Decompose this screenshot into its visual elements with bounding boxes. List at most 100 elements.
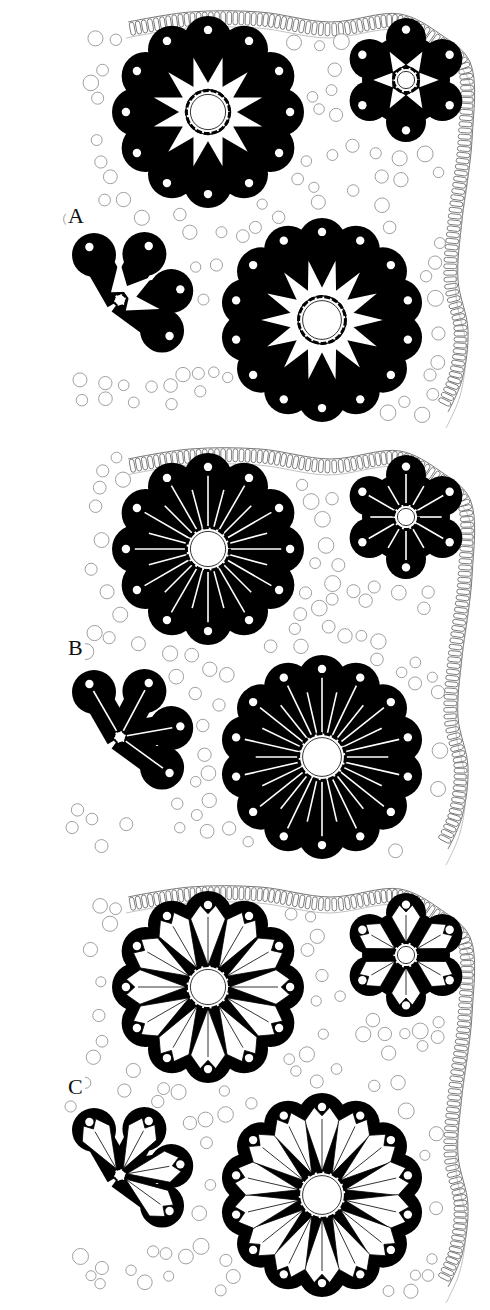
epidermis-cell xyxy=(239,12,244,25)
epidermis-cell xyxy=(459,121,472,127)
nucleus xyxy=(275,942,283,950)
mesophyll-cell xyxy=(318,1029,328,1039)
epidermis-cell xyxy=(325,898,330,911)
epidermis-cell xyxy=(456,595,469,601)
nucleus xyxy=(133,942,141,950)
nucleus xyxy=(176,285,184,293)
epidermis-cell xyxy=(438,1272,452,1282)
nucleus xyxy=(165,769,173,777)
nucleus xyxy=(275,67,283,75)
epidermis-cell xyxy=(448,657,461,663)
epidermis-cell xyxy=(274,890,281,904)
mesophyll-cell xyxy=(418,602,431,615)
epidermis-cell xyxy=(141,457,148,471)
nucleus xyxy=(445,538,453,546)
nucleus xyxy=(245,37,253,45)
mesophyll-cell xyxy=(110,903,122,915)
nucleus xyxy=(133,504,141,512)
mesophyll-cell xyxy=(433,1017,444,1028)
epidermis-cell xyxy=(268,889,275,903)
nucleus xyxy=(85,680,93,688)
sheath-cell xyxy=(264,226,312,274)
epidermis-cell xyxy=(458,1015,471,1020)
mesophyll-cell xyxy=(301,943,314,956)
epidermis-cell xyxy=(455,1039,469,1045)
epidermis-cell xyxy=(147,894,154,908)
epidermis-cell xyxy=(184,13,190,26)
mesophyll-cell xyxy=(99,392,113,406)
mesophyll-cell xyxy=(164,379,178,393)
mesophyll-cell xyxy=(420,1150,430,1160)
vascular-bundle xyxy=(222,218,422,422)
mesophyll-cell xyxy=(226,1270,240,1284)
epidermis-cell xyxy=(452,791,466,797)
mesophyll-cell xyxy=(399,396,410,407)
mesophyll-cell xyxy=(147,1246,158,1257)
mesophyll-cell xyxy=(95,156,107,168)
mesophyll-cell xyxy=(289,623,300,634)
epidermis-cell xyxy=(178,451,184,464)
nucleus xyxy=(232,1210,240,1218)
epidermis-cell xyxy=(245,12,250,25)
vascular-bundle xyxy=(350,455,463,579)
nucleus xyxy=(280,1270,288,1278)
nucleus xyxy=(318,1103,326,1111)
epidermis-cell xyxy=(444,251,457,257)
mesophyll-cell xyxy=(383,1286,394,1297)
epidermis-cell xyxy=(458,1009,471,1014)
epidermis-cell xyxy=(454,325,467,331)
nucleus xyxy=(249,261,257,269)
epidermis-cell xyxy=(449,1082,462,1088)
epidermis-cell xyxy=(311,22,317,35)
epidermis-cell xyxy=(381,15,387,28)
epidermis-cell xyxy=(454,762,467,768)
nucleus xyxy=(445,488,453,496)
mesophyll-cell xyxy=(88,31,103,46)
nucleus xyxy=(402,126,410,134)
epidermis-cell xyxy=(445,726,459,733)
mesophyll-cell xyxy=(102,916,117,931)
epidermis-cell xyxy=(454,768,467,773)
epidermis-cell xyxy=(449,644,462,650)
mesophyll-cell xyxy=(378,1027,391,1040)
epidermis-inner xyxy=(126,464,473,865)
epidermis-cell xyxy=(325,460,330,473)
epidermis-cell xyxy=(448,1088,461,1094)
epidermis-cell xyxy=(338,459,344,472)
nucleus xyxy=(402,462,410,470)
epidermis-cell xyxy=(286,454,293,468)
mesophyll-cell xyxy=(191,262,201,272)
nucleus xyxy=(387,1136,395,1144)
nucleus xyxy=(204,26,212,34)
epidermis-cell xyxy=(446,675,459,681)
epidermis-cell xyxy=(461,85,474,90)
mesophyll-cell xyxy=(174,208,187,221)
epidermis-cell xyxy=(450,1076,464,1082)
vascular-bundle xyxy=(72,669,193,789)
epidermis-cell xyxy=(375,15,382,29)
mesophyll-cell xyxy=(311,996,321,1006)
nucleus xyxy=(163,37,171,45)
nucleus xyxy=(133,67,141,75)
mesophyll-cell xyxy=(111,452,122,463)
mesophyll-cell xyxy=(429,1127,443,1141)
mesophyll-cell xyxy=(412,1023,428,1039)
nucleus xyxy=(122,545,130,553)
mesophyll-cell xyxy=(375,170,388,183)
nucleus xyxy=(232,772,240,780)
epidermis-cell xyxy=(438,397,452,407)
nucleus xyxy=(122,108,130,116)
epidermis-cell xyxy=(239,887,244,900)
mesophyll-cell xyxy=(391,585,406,600)
epidermis-cell xyxy=(444,694,457,699)
vascular-bundle xyxy=(350,18,463,142)
epidermis-cell xyxy=(460,984,473,989)
epidermis-cell xyxy=(450,631,464,637)
epidermis-cell xyxy=(153,454,160,468)
epidermis-cell xyxy=(460,972,473,977)
epidermis-cell xyxy=(459,996,472,1002)
epidermis-cell xyxy=(453,756,467,763)
mesophyll-cell xyxy=(95,1279,105,1289)
mesophyll-cell xyxy=(285,908,297,920)
mesophyll-cell xyxy=(422,1270,434,1282)
